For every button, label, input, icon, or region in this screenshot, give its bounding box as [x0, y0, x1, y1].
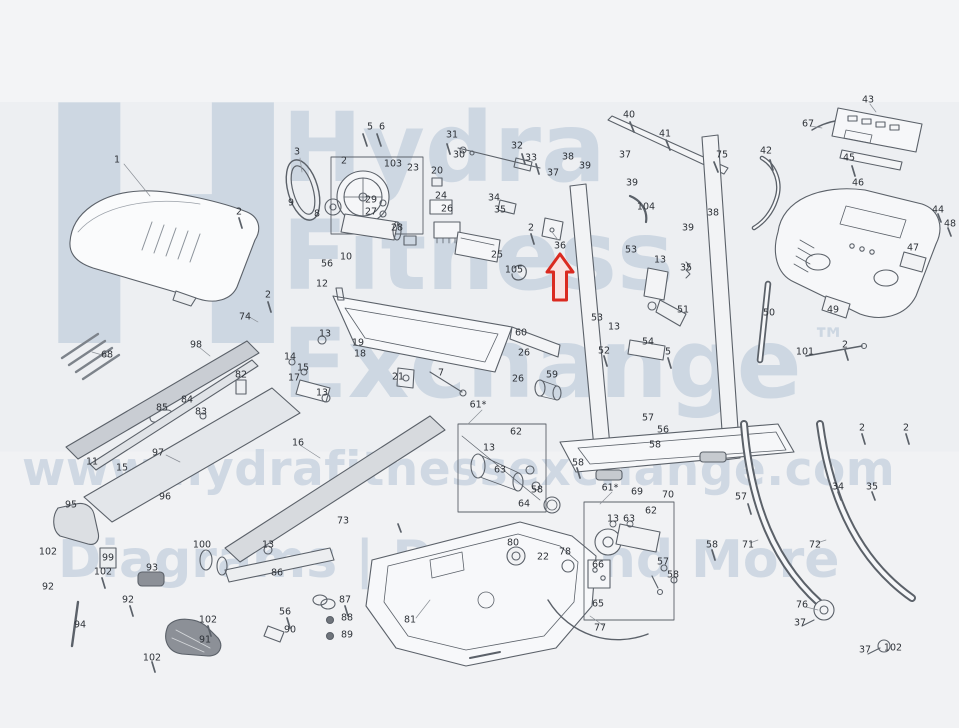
uprights-frame — [559, 115, 795, 481]
console — [751, 107, 941, 319]
leader-lines — [91, 103, 877, 627]
drive-belt-icon — [285, 159, 321, 221]
controller-box — [454, 231, 501, 263]
highlight-arrow — [545, 252, 575, 302]
motor-hood — [69, 190, 260, 307]
handrail-tubes — [740, 280, 916, 655]
hardware-fasteners — [101, 121, 952, 673]
electronics-boards — [379, 177, 461, 246]
wire-harness-rod — [457, 146, 541, 215]
subassembly-box-roller-61 — [583, 501, 678, 621]
cables — [547, 520, 649, 641]
subassembly-box-roller-62 — [457, 423, 547, 513]
motor-assembly — [324, 156, 424, 241]
main-frame — [332, 287, 562, 401]
left-end-caps — [53, 502, 336, 657]
base-pan — [365, 496, 597, 667]
latch-bracket-36 — [511, 194, 648, 281]
running-deck-rails — [60, 332, 446, 583]
